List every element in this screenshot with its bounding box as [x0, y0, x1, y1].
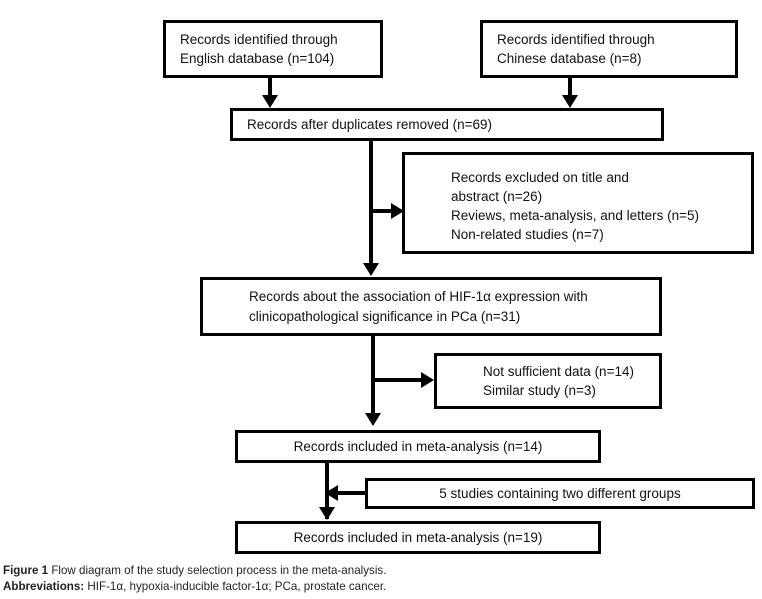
box-line: abstract (n=26) [451, 189, 543, 205]
arrowhead-included14-to-included19 [319, 507, 335, 520]
connector-english-to-duplicates [268, 78, 272, 100]
connector-split-to-stem [334, 491, 368, 495]
box-records-excluded: Records excluded on title and abstract (… [402, 152, 754, 254]
arrowhead-association-to-insufficient [421, 372, 434, 388]
box-line: clinicopathological significance in PCa … [249, 308, 521, 324]
box-records-included-19: Records included in meta-analysis (n=19) [235, 521, 601, 554]
box-line: Chinese database (n=8) [497, 51, 642, 66]
connector-association-to-insufficient [371, 378, 425, 382]
figure-caption: Figure 1 Flow diagram of the study selec… [3, 563, 743, 596]
box-line: Records included in meta-analysis (n=19) [293, 529, 543, 545]
box-studies-containing-two-groups: 5 studies containing two different group… [365, 478, 755, 509]
arrowhead-duplicates-to-excluded [391, 203, 404, 219]
box-line: Non-related studies (n=7) [451, 227, 604, 243]
box-line: Records after duplicates removed (n=69) [247, 116, 492, 132]
arrowhead-chinese-to-duplicates [562, 95, 578, 108]
box-records-included-14: Records included in meta-analysis (n=14) [235, 430, 601, 463]
arrowhead-duplicates-to-association [363, 263, 379, 276]
flow-diagram-canvas: Records identified through English datab… [163, 20, 755, 554]
box-records-identified-chinese: Records identified through Chinese datab… [480, 20, 738, 78]
box-line: Records identified through [180, 31, 338, 47]
connector-chinese-to-duplicates [568, 78, 572, 100]
box-records-after-duplicates-removed: Records after duplicates removed (n=69) [230, 108, 664, 141]
box-records-insufficient-data: Not sufficient data (n=14) Similar study… [434, 353, 662, 409]
box-line: Records identified through [497, 31, 655, 47]
box-line: English database (n=104) [180, 51, 335, 66]
connector-duplicates-to-excluded [369, 209, 395, 213]
caption-figure-label: Figure 1 [3, 564, 49, 577]
arrowhead-association-to-included14 [365, 413, 381, 426]
box-records-identified-english: Records identified through English datab… [163, 20, 383, 78]
caption-line-title: Figure 1 Flow diagram of the study selec… [3, 563, 743, 579]
caption-line-abbreviations: Abbreviations: HIF-1α, hypoxia-inducible… [3, 579, 743, 595]
caption-abbrev-text: HIF-1α, hypoxia-inducible factor-1α; PCa… [84, 580, 387, 594]
box-line: Records about the association of HIF-1α … [249, 289, 588, 305]
box-line: Reviews, meta-analysis, and letters (n=5… [451, 208, 699, 224]
box-line: Records included in meta-analysis (n=14) [293, 438, 543, 454]
box-line: Similar study (n=3) [483, 383, 596, 398]
connector-association-stem [371, 336, 375, 416]
box-records-about-association: Records about the association of HIF-1α … [200, 277, 662, 336]
caption-abbrev-label: Abbreviations: [3, 580, 85, 594]
arrowhead-split-to-stem [325, 485, 338, 501]
box-line: 5 studies containing two different group… [439, 485, 681, 501]
arrowhead-english-to-duplicates [262, 95, 278, 108]
caption-figure-text: Flow diagram of the study selection proc… [48, 564, 387, 577]
box-line: Not sufficient data (n=14) [483, 363, 634, 379]
connector-duplicates-stem [369, 141, 373, 265]
box-line: Records excluded on title and [451, 170, 629, 185]
